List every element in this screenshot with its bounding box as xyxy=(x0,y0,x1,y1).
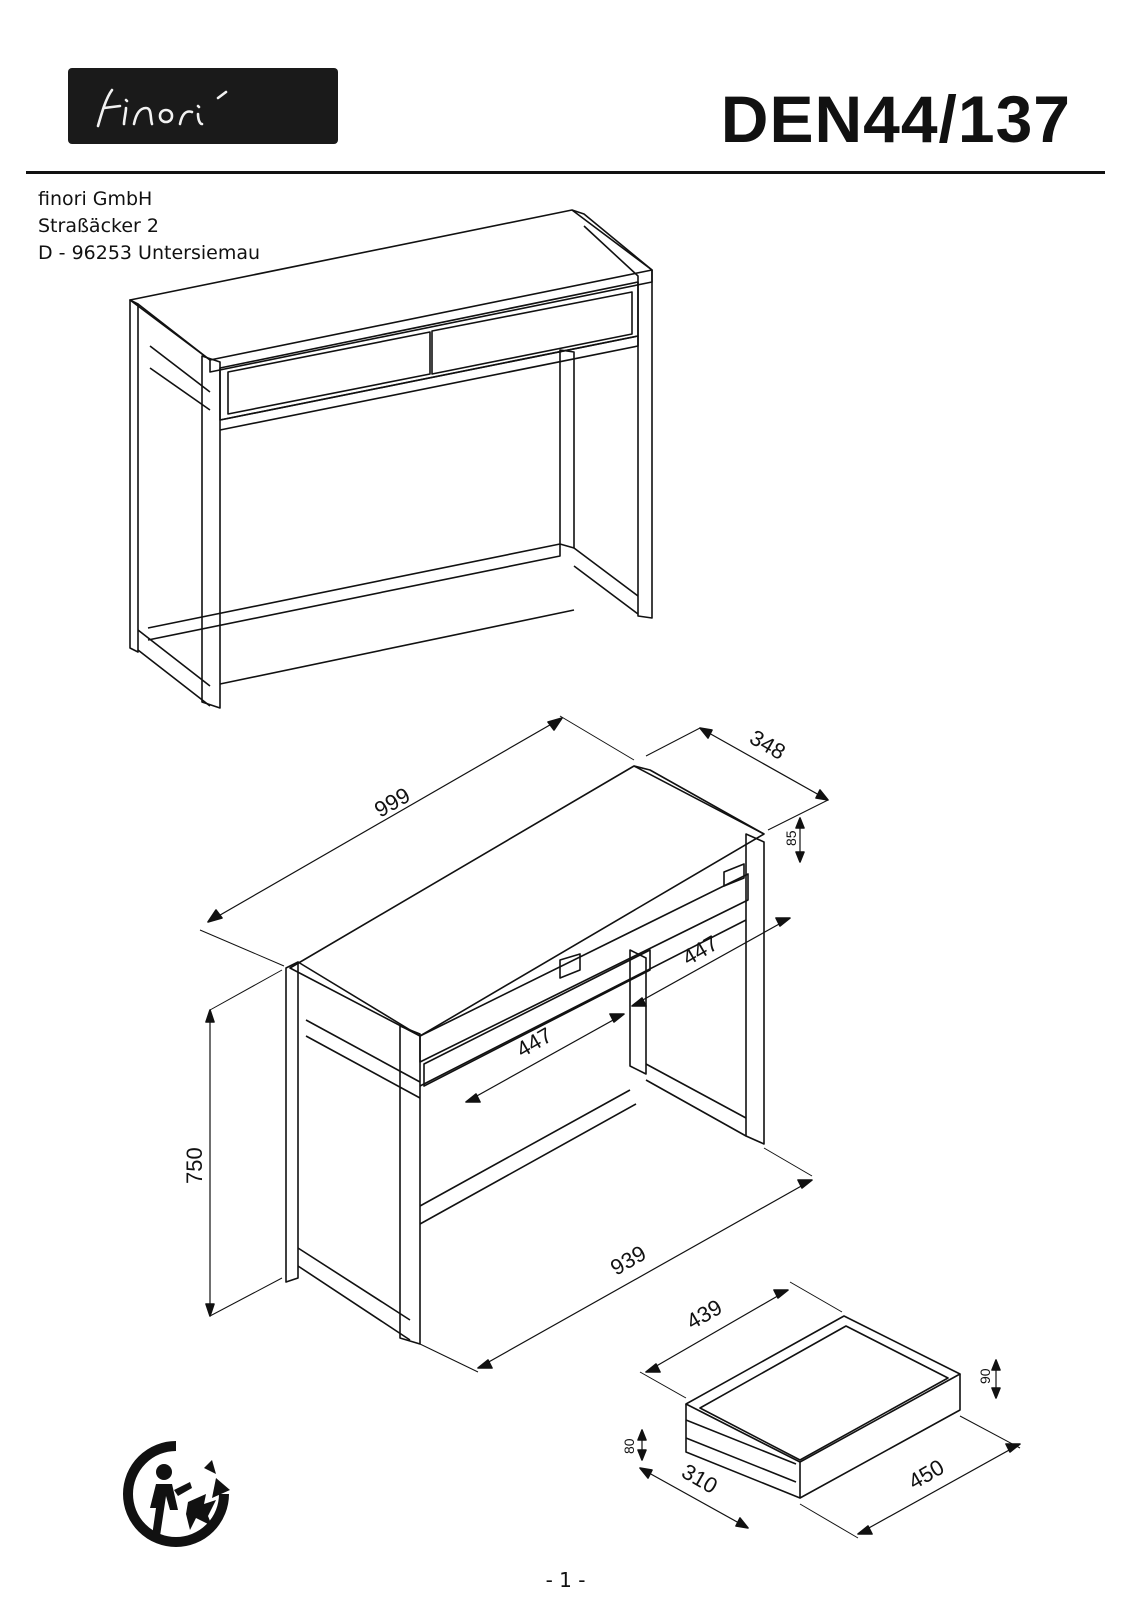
page-number: - 1 - xyxy=(545,1568,586,1592)
drawer-dimension-view xyxy=(637,1281,1021,1539)
company-name: finori GmbH xyxy=(38,188,153,210)
company-city: D - 96253 Untersiemau xyxy=(38,242,261,264)
dim-width: 999 xyxy=(370,782,414,822)
dim-drawer-width: 439 xyxy=(682,1294,726,1334)
dim-depth: 348 xyxy=(746,725,790,765)
dim-height: 750 xyxy=(182,1147,207,1184)
brand-logo xyxy=(68,68,338,144)
model-number: DEN44/137 xyxy=(720,82,1071,156)
company-address: finori GmbH Straßäcker 2 D - 96253 Unter… xyxy=(38,186,260,267)
header-divider xyxy=(26,171,1105,174)
finori-logo-script xyxy=(96,88,228,128)
dim-drawer-depth: 450 xyxy=(904,1454,948,1494)
dim-apron-height: 85 xyxy=(783,830,799,846)
dim-drawer-side-height: 80 xyxy=(621,1438,637,1454)
console-table-perspective-view xyxy=(129,209,653,709)
recycling-triman-icon xyxy=(123,1441,230,1547)
console-table-dimension-view xyxy=(199,715,829,1373)
dim-drawer-front-height: 90 xyxy=(977,1368,993,1384)
dim-drawer-opening-left: 447 xyxy=(512,1022,556,1062)
company-street: Straßäcker 2 xyxy=(38,215,159,237)
